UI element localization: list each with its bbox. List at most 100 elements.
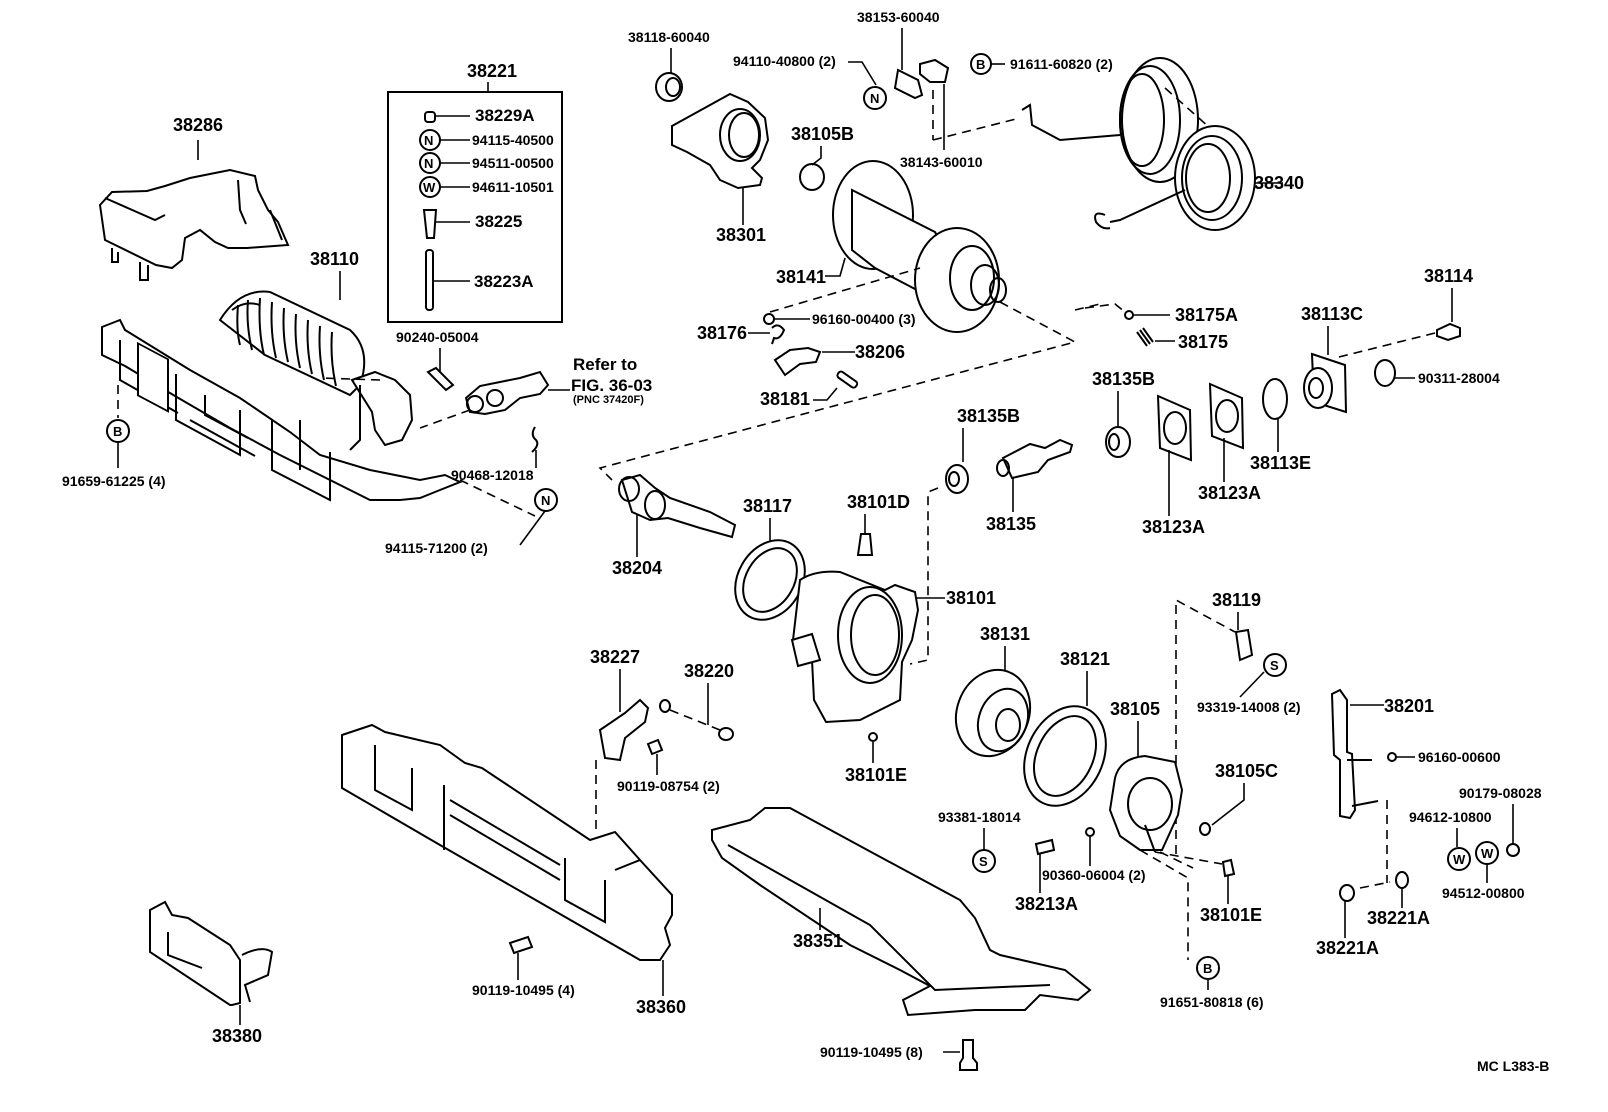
part-label-38176[interactable]: 38176 xyxy=(697,323,747,343)
part-label-94512-00800[interactable]: 94512-00800 xyxy=(1442,885,1525,901)
part-label-38175A[interactable]: 38175A xyxy=(1175,305,1238,325)
part-label-38181[interactable]: 38181 xyxy=(760,389,810,409)
part-label-38101E-center[interactable]: 38101E xyxy=(845,765,907,785)
part-label-38110[interactable]: 38110 xyxy=(310,249,359,269)
cable-end-icon xyxy=(718,727,734,741)
part-label-38143-60010[interactable]: 38143-60010 xyxy=(900,154,983,170)
part-label-90311-28004[interactable]: 90311-28004 xyxy=(1418,370,1500,386)
e-ring-icon xyxy=(763,313,775,325)
washer-symbol-icon xyxy=(1447,847,1471,871)
plate-icon xyxy=(893,68,924,100)
part-label-38121[interactable]: 38121 xyxy=(1060,649,1110,669)
part-label-38101E-right[interactable]: 38101E xyxy=(1200,905,1262,925)
bushing-icon xyxy=(1339,884,1355,902)
part-label-38206[interactable]: 38206 xyxy=(855,342,905,362)
spring-icon xyxy=(1136,327,1154,347)
part-label-38135B-right[interactable]: 38135B xyxy=(1092,369,1155,389)
kit-item-label[interactable]: 38223A xyxy=(474,272,534,291)
bolt-icon xyxy=(508,935,534,955)
svg-text:W: W xyxy=(1481,846,1494,861)
kit-item-label[interactable]: 94115-40500 xyxy=(472,132,554,148)
part-label-38175[interactable]: 38175 xyxy=(1178,332,1228,352)
spring-icon xyxy=(1034,838,1056,856)
part-38101-housing xyxy=(790,570,920,724)
part-label-38119[interactable]: 38119 xyxy=(1212,590,1261,610)
bushing-icon xyxy=(655,72,683,102)
part-label-90468-12018[interactable]: 90468-12018 xyxy=(451,467,534,483)
part-label-38117[interactable]: 38117 xyxy=(743,496,792,516)
part-label-38286[interactable]: 38286 xyxy=(173,115,223,135)
part-38110-frame-and-motor xyxy=(101,290,463,502)
bolt-icon xyxy=(959,1039,978,1071)
part-label-96160-00600[interactable]: 96160-00600 xyxy=(1418,749,1501,765)
part-38141-drum xyxy=(832,160,1007,333)
part-label-38227[interactable]: 38227 xyxy=(590,647,640,667)
part-label-38113C[interactable]: 38113C xyxy=(1301,304,1363,324)
part-label-38153-60040[interactable]: 38153-60040 xyxy=(857,9,940,25)
part-label-38101[interactable]: 38101 xyxy=(946,588,996,608)
part-label-38204[interactable]: 38204 xyxy=(612,558,662,578)
part-label-38114[interactable]: 38114 xyxy=(1424,266,1473,286)
part-38301-bracket xyxy=(671,92,770,190)
part-label-91659-61225[interactable]: 91659-61225 (4) xyxy=(62,473,166,489)
part-label-38135B-left[interactable]: 38135B xyxy=(957,406,1020,426)
part-label-93381-18014[interactable]: 93381-18014 xyxy=(938,809,1021,825)
part-label-90179-08028[interactable]: 90179-08028 xyxy=(1459,785,1542,801)
kit-item-label[interactable]: 94611-10501 xyxy=(472,179,554,195)
part-label-94110-40800[interactable]: 94110-40800 (2) xyxy=(733,53,836,69)
part-label-38101D[interactable]: 38101D xyxy=(847,492,910,512)
part-label-38123A-lower[interactable]: 38123A xyxy=(1142,517,1205,537)
part-label-38135[interactable]: 38135 xyxy=(986,514,1036,534)
gasket-icon xyxy=(1208,382,1245,450)
part-label-38131[interactable]: 38131 xyxy=(980,624,1030,644)
part-label-38340[interactable]: 38340 xyxy=(1254,173,1304,193)
part-38105-cover xyxy=(1108,754,1184,853)
part-label-38220[interactable]: 38220 xyxy=(684,661,734,681)
part-label-38105B-ring[interactable]: 38105B xyxy=(791,124,854,144)
kit-item-label[interactable]: 94511-00500 xyxy=(472,155,554,171)
svg-text:W: W xyxy=(1453,852,1466,867)
part-label-38380[interactable]: 38380 xyxy=(212,1026,262,1046)
screw-symbol-icon xyxy=(1263,653,1287,677)
kit-item-label[interactable]: 38229A xyxy=(475,106,535,125)
part-label-38221A-left[interactable]: 38221A xyxy=(1316,938,1379,958)
part-label-90119-10495-4[interactable]: 90119-10495 (4) xyxy=(472,982,575,998)
part-38204-shaft xyxy=(618,473,737,539)
part-label-91611-60820[interactable]: 91611-60820 (2) xyxy=(1010,56,1113,72)
reference-figure-link[interactable]: FIG. 36-03 xyxy=(571,376,652,395)
part-label-38213A[interactable]: 38213A xyxy=(1015,894,1078,914)
part-label-93319-14008[interactable]: 93319-14008 (2) xyxy=(1197,699,1301,715)
part-label-94115-71200[interactable]: 94115-71200 (2) xyxy=(385,540,488,556)
part-38286-cover xyxy=(98,168,290,281)
nut-symbol-icon xyxy=(534,488,558,512)
part-label-90360-06004[interactable]: 90360-06004 (2) xyxy=(1042,867,1146,883)
part-label-38301[interactable]: 38301 xyxy=(716,225,766,245)
svg-text:N: N xyxy=(424,133,433,148)
part-label-90240-05004[interactable]: 90240-05004 xyxy=(396,329,479,345)
part-label-96160-00400[interactable]: 96160-00400 (3) xyxy=(812,311,916,327)
part-38131-bearing xyxy=(954,668,1032,758)
kit-item-label[interactable]: 38225 xyxy=(475,212,522,231)
clamp-icon xyxy=(919,58,950,83)
plug-icon xyxy=(868,732,878,742)
part-label-38113E[interactable]: 38113E xyxy=(1250,453,1311,473)
part-label-38105C[interactable]: 38105C xyxy=(1215,761,1278,781)
part-label-94612-10800[interactable]: 94612-10800 xyxy=(1409,809,1492,825)
kit-number-label[interactable]: 38221 xyxy=(467,61,517,81)
part-label-91651-80818[interactable]: 91651-80818 (6) xyxy=(1160,994,1264,1010)
svg-text:W: W xyxy=(423,180,436,195)
part-label-38201[interactable]: 38201 xyxy=(1384,696,1434,716)
part-label-38141[interactable]: 38141 xyxy=(776,267,826,287)
part-38201-lever xyxy=(1330,688,1379,820)
part-label-90119-08754[interactable]: 90119-08754 (2) xyxy=(617,778,720,794)
universal-joint xyxy=(464,370,550,416)
part-label-38360[interactable]: 38360 xyxy=(636,997,686,1017)
part-label-38123A-upper[interactable]: 38123A xyxy=(1198,483,1261,503)
part-label-38221A-right[interactable]: 38221A xyxy=(1367,908,1430,928)
part-label-38105[interactable]: 38105 xyxy=(1110,699,1160,719)
part-label-90119-10495-8[interactable]: 90119-10495 (8) xyxy=(820,1044,923,1060)
part-label-38351[interactable]: 38351 xyxy=(793,931,843,951)
part-label-38118-60040[interactable]: 38118-60040 xyxy=(628,29,710,45)
part-38340-cable xyxy=(1021,57,1256,231)
svg-text:B: B xyxy=(1203,961,1212,976)
